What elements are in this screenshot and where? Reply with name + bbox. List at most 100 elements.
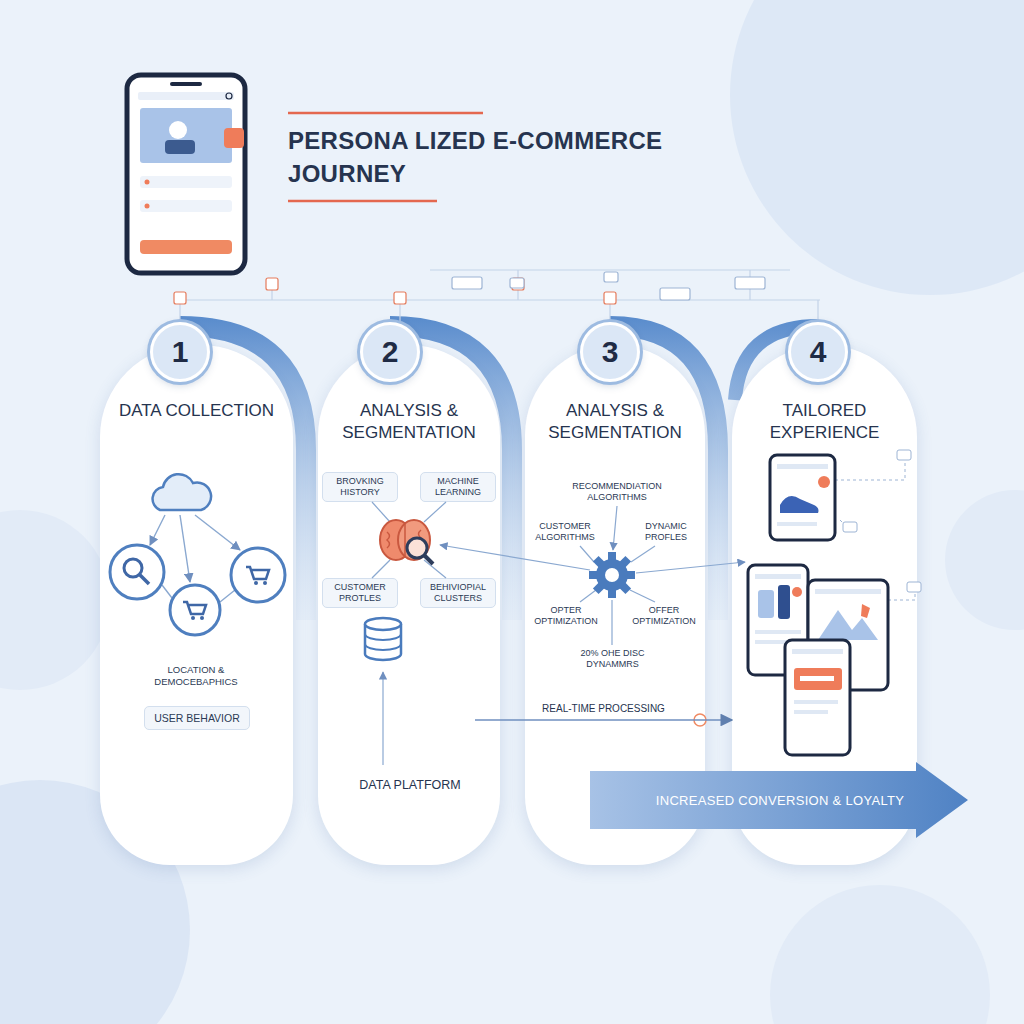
title-rule [288, 112, 483, 115]
phone-header [138, 92, 234, 100]
database-top [365, 618, 401, 630]
gear-tooth [608, 588, 616, 598]
phone-header [815, 589, 881, 594]
text-bar [755, 630, 801, 634]
cart-wheel [254, 581, 258, 585]
connector-label: REAL-TIME PROCESSING [519, 703, 689, 714]
database-body [365, 624, 401, 660]
cart-body [183, 602, 206, 614]
phone-speaker [170, 82, 202, 86]
deco-circle [730, 0, 1024, 295]
offer-badge [861, 604, 870, 618]
text-bar [794, 710, 828, 714]
link-line [835, 458, 905, 480]
gear-wheel [596, 559, 628, 591]
offer-badge [792, 587, 802, 597]
flow-connector [475, 719, 732, 721]
mini-card [897, 450, 911, 460]
engine-links [580, 506, 745, 645]
feature-label: OPTER OPTIMIZATION [529, 605, 603, 627]
top-connectors [180, 270, 820, 322]
mini-icon [174, 292, 186, 304]
feature-box: BROVKING HISTORY [322, 472, 398, 502]
deco-circle [945, 490, 1024, 630]
mini-card [452, 277, 482, 289]
cart-body [246, 567, 269, 579]
mini-card [510, 278, 524, 288]
mini-icon [394, 292, 406, 304]
cart-wheel [191, 616, 195, 620]
magnifier-handle [140, 575, 149, 584]
mini-icon [604, 292, 616, 304]
cloud-icon [153, 474, 212, 510]
connector-line [180, 299, 820, 300]
phone-body [808, 580, 888, 690]
feature-label: RECOMMENDIATION ALGORITHMS [564, 481, 670, 503]
phone-illustration [127, 75, 245, 273]
link-line [220, 590, 235, 602]
link-line [162, 585, 172, 598]
feature-item: 20% OHE DISC DYNAMMRS [565, 645, 660, 673]
magnifier-handle [424, 555, 433, 564]
analysis-links [372, 502, 590, 765]
analysis-icons [365, 502, 590, 765]
cart-icon [246, 567, 269, 585]
list-bullet [145, 180, 150, 185]
top-icons [452, 272, 765, 300]
icon-ring [231, 548, 285, 602]
database-band [365, 634, 401, 650]
text-bar [777, 522, 817, 526]
link-line [382, 672, 383, 765]
collection-links [150, 515, 240, 602]
side-links [835, 458, 915, 600]
product-image [778, 585, 790, 619]
feature-label: DYNAMIC PROFLES [632, 521, 700, 543]
engine-icons [580, 506, 745, 726]
offer-banner [794, 668, 842, 690]
link-line [580, 546, 594, 562]
outcome-arrow: INCREASED CONVERSION & LOYALTY [590, 762, 968, 838]
offer-badge [818, 476, 830, 488]
list-bullet [145, 204, 150, 209]
icon-ring [110, 545, 164, 599]
title-rule [288, 200, 437, 203]
phone-header [777, 464, 828, 469]
link-line [611, 600, 612, 645]
mini-card [843, 522, 857, 532]
cart-icon [183, 602, 206, 620]
link-line [372, 560, 390, 578]
cart-wheel [200, 616, 204, 620]
brain-lobe [398, 520, 430, 560]
top-icons [174, 278, 616, 304]
magnifier-icon [407, 538, 427, 558]
feature-box: CUSTOMER PROTLES [322, 578, 398, 608]
text-bar [755, 640, 791, 644]
brain-fold [387, 522, 421, 558]
feature-box: USER BEHAVIOR [144, 706, 250, 730]
feature-label: BEHIVIOPIAL CLUSTERS [424, 582, 492, 604]
gear-tooth [625, 571, 635, 579]
link-line [840, 520, 850, 530]
connector-line [180, 270, 818, 322]
step-number: 2 [382, 335, 399, 369]
phone-body [748, 565, 808, 675]
feature-item: DYNAMIC PROFLES [630, 518, 702, 546]
brain-lobe [380, 520, 412, 560]
step-number: 1 [172, 335, 189, 369]
product-image [758, 590, 774, 618]
gear-hub [605, 568, 619, 582]
list-row [140, 200, 232, 212]
shop-button [140, 240, 232, 254]
diagram-title: PERSONA LIZED E-COMMERCE JOURNEY [288, 124, 738, 190]
magnifier-icon [124, 559, 142, 577]
gear-tooth [589, 571, 599, 579]
note-label: LOCATION & DEMOCEBAPHICS [130, 664, 262, 688]
list-row [140, 176, 232, 188]
text-bar [794, 700, 838, 704]
stage-card: ANALYSIS & SEGMENTATIONBROVKING HISTORYM… [318, 345, 500, 865]
deco-circle [770, 885, 990, 1024]
stage-card: DATA COLLECTIONUSER BEHAVIOR [100, 345, 293, 865]
gear-tooth [618, 581, 631, 594]
link-line [580, 590, 596, 602]
gear-tooth [593, 556, 606, 569]
